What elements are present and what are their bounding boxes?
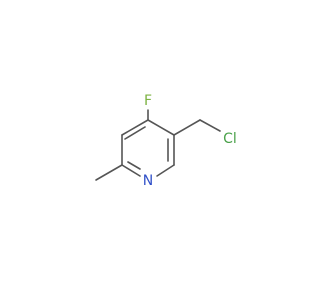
molecule-structure-diagram: F Cl N bbox=[95, 93, 237, 189]
chlorine-label: Cl bbox=[223, 131, 237, 147]
bond-c5-ch2 bbox=[173, 119, 201, 136]
nitrogen-label: N bbox=[143, 173, 153, 189]
bond-n1-c6 bbox=[156, 164, 175, 177]
bond-ch2-chlorine bbox=[199, 119, 221, 132]
bond-c2-methyl bbox=[95, 164, 123, 181]
bond-c4-c3 bbox=[121, 119, 149, 136]
bond-c2-n1-double bbox=[127, 161, 141, 170]
fluorine-label: F bbox=[144, 93, 152, 109]
bond-c4-c5 bbox=[147, 119, 175, 136]
bond-c2-n1 bbox=[121, 164, 141, 177]
bond-c4-c3-double bbox=[124, 126, 146, 140]
